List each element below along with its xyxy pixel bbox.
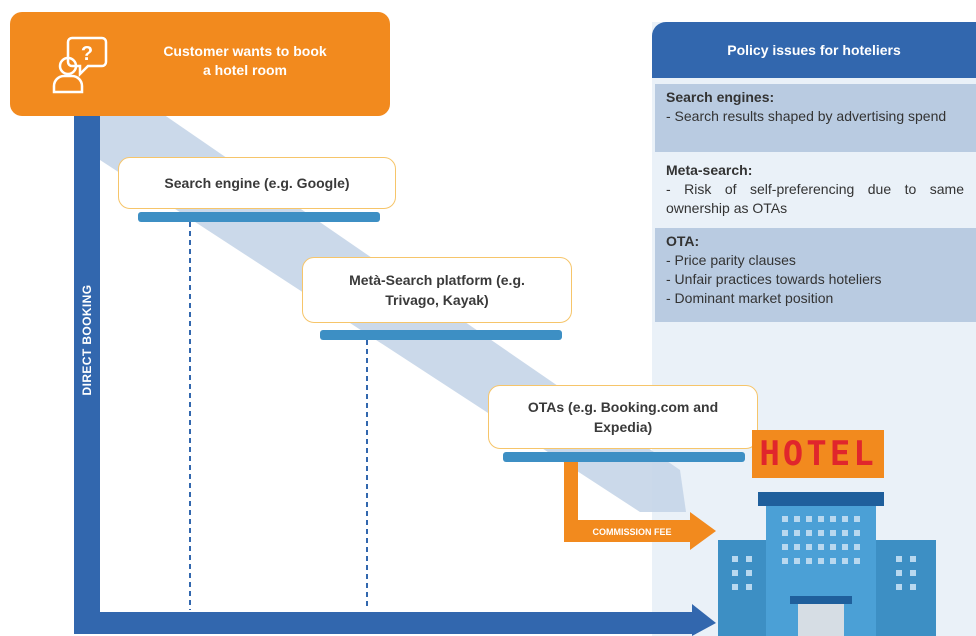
issue-line: - Unfair practices towards hoteliers [666, 271, 882, 287]
step-search-engine: Search engine (e.g. Google) [118, 157, 396, 209]
direct-booking-vertical [74, 112, 100, 634]
issue-title: OTA: [666, 233, 700, 249]
issue-meta-search: Meta-search: - Risk of self-preferencing… [655, 157, 976, 223]
step-bar [138, 212, 380, 222]
hotel-sign [752, 430, 884, 478]
step-line: OTAs (e.g. Booking.com and [527, 399, 719, 415]
issue-ota: OTA: - Price parity clauses - Unfair pra… [655, 228, 976, 322]
issue-line: - Search results shaped by advertising s… [666, 108, 947, 124]
step-meta-search: Metà-Search platform (e.g. Trivago, Kaya… [302, 257, 572, 323]
step-bar [320, 330, 562, 340]
start-text: Customer wants to book a hotel room [130, 42, 360, 80]
direct-booking-horizontal [74, 612, 696, 634]
start-line: Customer wants to book [163, 43, 327, 59]
issue-title: Meta-search: [666, 162, 753, 178]
commission-arrowhead [690, 512, 716, 550]
svg-text:?: ? [81, 43, 93, 65]
step-line: Search engine (e.g. Google) [164, 175, 350, 191]
hotel-sign-text: HOTEL [759, 434, 877, 474]
hotel-building-icon [718, 492, 936, 636]
step-bar [503, 452, 745, 462]
direct-booking-label: DIRECT BOOKING [80, 284, 94, 396]
direct-booking-arrowhead [692, 604, 716, 636]
issue-line: - Dominant market position [666, 290, 834, 306]
step-line: Trivago, Kayak) [385, 292, 489, 308]
start-box: ? Customer wants to book a hotel room [10, 12, 390, 116]
step-ota: OTAs (e.g. Booking.com and Expedia) [488, 385, 758, 449]
issue-line: - Risk of self-preferencing due to same … [666, 181, 964, 216]
issue-line: - Price parity clauses [666, 252, 796, 268]
commission-shaft [564, 520, 694, 542]
issue-search-engines: Search engines: - Search results shaped … [655, 84, 976, 152]
step-line: Metà-Search platform (e.g. [349, 272, 525, 288]
commission-fee-label: COMMISSION FEE [592, 527, 672, 537]
step-line: Expedia) [593, 419, 653, 435]
policy-panel-title: Policy issues for hoteliers [652, 22, 976, 78]
start-line: a hotel room [202, 62, 287, 78]
issue-title: Search engines: [666, 89, 775, 105]
customer-question-icon: ? [52, 36, 108, 94]
